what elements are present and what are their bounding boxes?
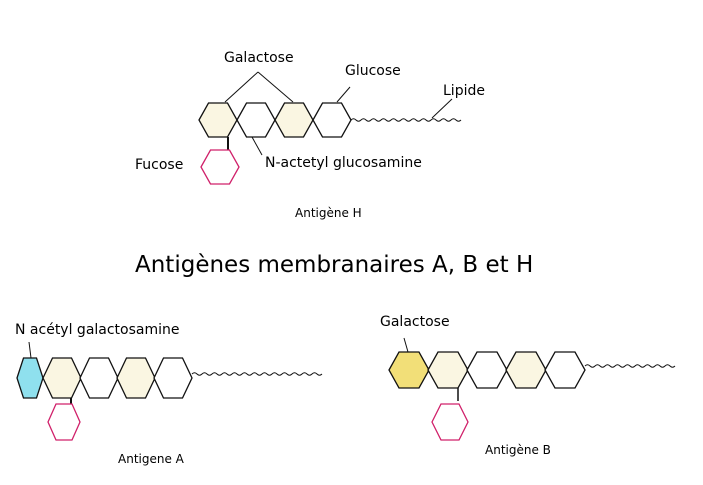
lipid-tail-h xyxy=(350,118,462,122)
label-n-acetyl-galactosamine: N acétyl galactosamine xyxy=(15,322,180,338)
pointer-n-acetyl-glucosamine xyxy=(251,136,263,156)
pointer-galactose-2 xyxy=(257,71,294,103)
caption-antigen-b: Antigène B xyxy=(485,443,551,457)
hexagon-fucose-a xyxy=(47,403,81,441)
hexagon-fucose-b xyxy=(431,403,469,441)
hexagon-a-3 xyxy=(79,357,119,399)
label-fucose-h: Fucose xyxy=(135,157,184,173)
lipid-tail-a xyxy=(191,372,323,376)
hexagon-b-2 xyxy=(427,351,469,389)
hexagon-n-acetyl-galactosamine-a xyxy=(16,357,44,399)
label-galactose-b: Galactose xyxy=(380,314,450,330)
pointer-lipide xyxy=(431,98,453,119)
pointer-glucose xyxy=(336,86,351,103)
hexagon-b-4 xyxy=(505,351,547,389)
hexagon-galactose-h xyxy=(198,102,238,138)
hexagon-a-4 xyxy=(116,357,156,399)
pointer-galactose-1 xyxy=(224,71,259,103)
label-glucose-h: Glucose xyxy=(345,63,401,79)
hexagon-galactose-h xyxy=(274,102,314,138)
hexagon-n-acetyl-glucosamine-h xyxy=(236,102,276,138)
hexagon-a-5 xyxy=(153,357,193,399)
lipid-tail-b xyxy=(584,364,676,368)
caption-antigen-h: Antigène H xyxy=(295,206,362,220)
hexagon-galactose-b xyxy=(388,351,430,389)
hexagon-a-2 xyxy=(42,357,82,399)
caption-antigen-a: Antigene A xyxy=(118,452,184,466)
label-galactose-h: Galactose xyxy=(224,50,294,66)
pointer-galactose-b xyxy=(403,337,409,353)
hexagon-fucose-h xyxy=(200,149,240,185)
pointer-n-acetyl-galactosamine xyxy=(28,341,32,359)
label-n-acetyl-glucosamine: N-actetyl glucosamine xyxy=(265,155,422,171)
page-title: Antigènes membranaires A, B et H xyxy=(135,252,534,278)
hexagon-b-5 xyxy=(544,351,586,389)
hexagon-glucose-h xyxy=(312,102,352,138)
hexagon-b-3 xyxy=(466,351,508,389)
label-lipide-h: Lipide xyxy=(443,83,485,99)
